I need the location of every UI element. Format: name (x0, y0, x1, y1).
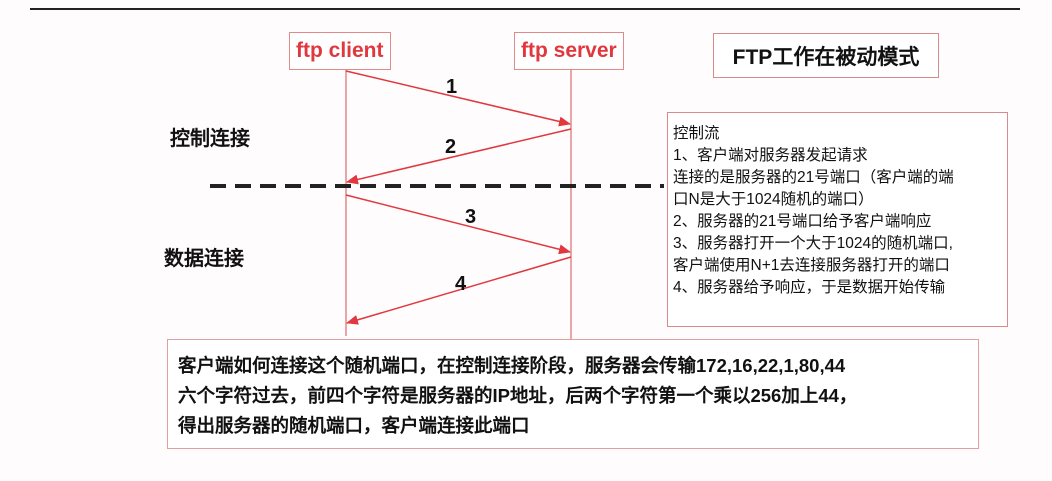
note-line: 1、客户端对服务器发起请求 (673, 147, 868, 164)
explanation-line: 客户端如何连接这个随机端口，在控制连接阶段，服务器会传输172,16,22,1,… (178, 355, 846, 376)
explanation-line: 六个字符过去，前四个字符是服务器的IP地址，后两个字符第一个乘以256加上44， (178, 385, 858, 406)
section-label-data: 数据连接 (164, 248, 244, 270)
message-label-1: 1 (446, 76, 458, 98)
participant-client: ftp client (289, 32, 391, 70)
diagram-title: FTP工作在被动模式 (713, 33, 939, 78)
control-flow-note: 控制流 1、客户端对服务器发起请求 连接的是服务器的21号端口（客户端的端 口N… (667, 112, 1008, 327)
note-line: 控制流 (673, 125, 720, 142)
message-label-3: 3 (465, 206, 477, 228)
participant-server: ftp server (514, 32, 624, 70)
note-line: 2、服务器的21号端口给予客户端响应 (673, 213, 932, 230)
section-label-control: 控制连接 (170, 128, 250, 150)
explanation-line: 得出服务器的随机端口，客户端连接此端口 (178, 415, 530, 436)
note-line: 4、服务器给予响应，于是数据开始传输 (673, 279, 946, 296)
message-arrow-4 (346, 256, 572, 325)
note-line: 客户端使用N+1去连接服务器打开的端口 (673, 257, 950, 274)
message-arrow-3 (345, 194, 571, 255)
note-line: 口N是大于1024随机的端口） (673, 191, 874, 208)
random-port-explanation: 客户端如何连接这个随机端口，在控制连接阶段，服务器会传输172,16,22,1,… (167, 339, 979, 449)
message-arrow-2 (346, 128, 572, 185)
note-line: 连接的是服务器的21号端口（客户端的端 (673, 169, 954, 186)
message-arrow-1 (345, 70, 571, 127)
top-rule (30, 8, 1020, 10)
note-line: 3、服务器打开一个大于1024的随机端口, (673, 235, 953, 252)
message-label-2: 2 (445, 136, 457, 158)
message-label-4: 4 (455, 273, 467, 295)
